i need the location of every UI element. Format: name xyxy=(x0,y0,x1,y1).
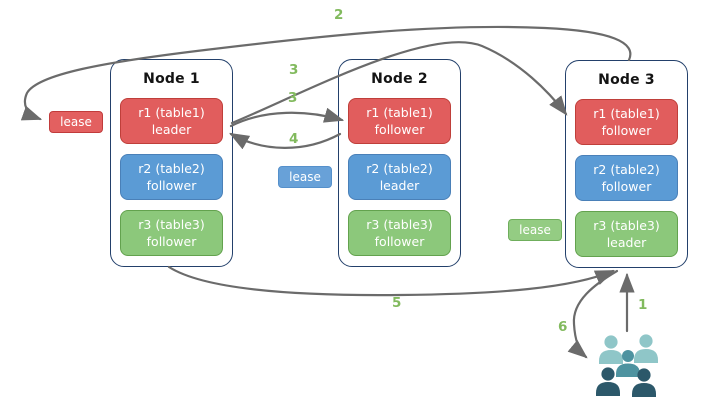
replica-role: leader xyxy=(606,235,647,250)
arrow-step-3-to-node2 xyxy=(229,107,345,128)
node-2-replica-r2: r2 (table2) leader xyxy=(348,154,451,200)
lease-badge-red: lease xyxy=(49,111,103,133)
replica-role: follower xyxy=(146,234,197,249)
replica-range: r3 (table3) xyxy=(138,216,205,232)
lease-badge-green: lease xyxy=(508,219,562,241)
node-3: Node 3 r1 (table1) follower r2 (table2) … xyxy=(565,60,688,268)
step-label-4: 4 xyxy=(289,131,299,147)
node-3-replica-r1: r1 (table1) follower xyxy=(575,99,678,145)
lease-badge-blue: lease xyxy=(278,166,332,188)
node-2-replica-r1: r1 (table1) follower xyxy=(348,98,451,144)
replica-range: r1 (table1) xyxy=(366,104,433,120)
replica-role: follower xyxy=(601,123,652,138)
replica-range: r2 (table2) xyxy=(138,160,205,176)
arrow-step-6 xyxy=(567,269,619,359)
node-1-replica-r1: r1 (table1) leader xyxy=(120,98,223,144)
replica-role: follower xyxy=(374,122,425,137)
replica-role: follower xyxy=(146,178,197,193)
step-label-6: 6 xyxy=(558,319,568,335)
node-1-replica-r2: r2 (table2) follower xyxy=(120,154,223,200)
step-label-5: 5 xyxy=(392,295,402,311)
replica-range: r1 (table1) xyxy=(593,105,660,121)
replica-range: r1 (table1) xyxy=(138,104,205,120)
step-label-2: 2 xyxy=(334,7,344,23)
step-label-3-upper: 3 xyxy=(289,62,299,78)
step-label-3-lower: 3 xyxy=(288,90,298,106)
node-3-replica-r2: r2 (table2) follower xyxy=(575,155,678,201)
users-icon xyxy=(596,334,658,397)
replica-role: follower xyxy=(601,179,652,194)
replica-range: r3 (table3) xyxy=(593,217,660,233)
replica-role: leader xyxy=(151,122,192,137)
step-label-1: 1 xyxy=(638,297,648,313)
arrow-step-3-to-node3 xyxy=(230,41,568,125)
node-2-replica-r3: r3 (table3) follower xyxy=(348,210,451,256)
replica-role: leader xyxy=(379,178,420,193)
replica-role: follower xyxy=(374,234,425,249)
node-3-title: Node 3 xyxy=(598,72,655,88)
node-2: Node 2 r1 (table1) follower r2 (table2) … xyxy=(338,59,461,267)
node-3-replica-r3: r3 (table3) leader xyxy=(575,211,678,257)
arrow-step-5 xyxy=(167,265,616,297)
arrow-step-2 xyxy=(20,25,632,121)
replica-range: r3 (table3) xyxy=(366,216,433,232)
node-1-title: Node 1 xyxy=(143,71,200,87)
replica-range: r2 (table2) xyxy=(593,161,660,177)
node-1-replica-r3: r3 (table3) follower xyxy=(120,210,223,256)
replica-range: r2 (table2) xyxy=(366,160,433,176)
node-2-title: Node 2 xyxy=(371,71,428,87)
node-1: Node 1 r1 (table1) leader r2 (table2) fo… xyxy=(110,59,233,267)
arrow-step-4 xyxy=(229,132,342,150)
